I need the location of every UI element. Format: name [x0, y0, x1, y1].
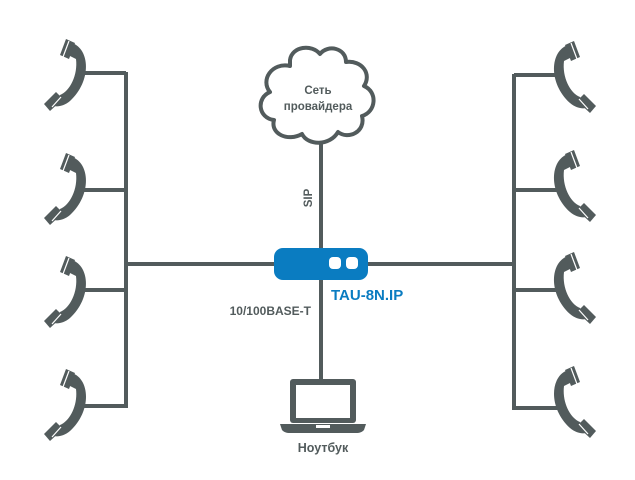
- lan-interface-label: 10/100BASE-T: [230, 304, 312, 318]
- phone-handset-icon: [553, 365, 597, 439]
- laptop-icon: [280, 379, 366, 433]
- phone-handset-icon: [43, 255, 87, 329]
- gateway-device-icon: [274, 248, 368, 280]
- phone-handset-icon: [43, 152, 87, 226]
- phone-handset-icon: [553, 40, 597, 114]
- device-port-2: [346, 257, 358, 269]
- cloud-label-line1: Сеть: [304, 85, 331, 97]
- phone-handset-icon: [553, 251, 597, 325]
- laptop-label: Ноутбук: [298, 441, 349, 455]
- cloud-label-line2: провайдера: [284, 101, 353, 113]
- connection-lines: [78, 71, 560, 410]
- tau-8n-ip-device: TAU-8N.IP: [274, 248, 403, 304]
- right-phones: [553, 40, 597, 439]
- laptop: Ноутбук: [280, 379, 366, 455]
- provider-network-cloud: Сеть провайдера: [258, 45, 376, 145]
- left-phones: [43, 38, 87, 442]
- phone-handset-icon: [43, 38, 87, 112]
- phone-handset-icon: [553, 149, 597, 223]
- cloud-icon: [258, 45, 376, 145]
- device-name-label: TAU-8N.IP: [331, 287, 403, 304]
- phone-handset-icon: [43, 368, 87, 442]
- device-port-1: [329, 257, 341, 269]
- sip-label: SIP: [303, 188, 315, 207]
